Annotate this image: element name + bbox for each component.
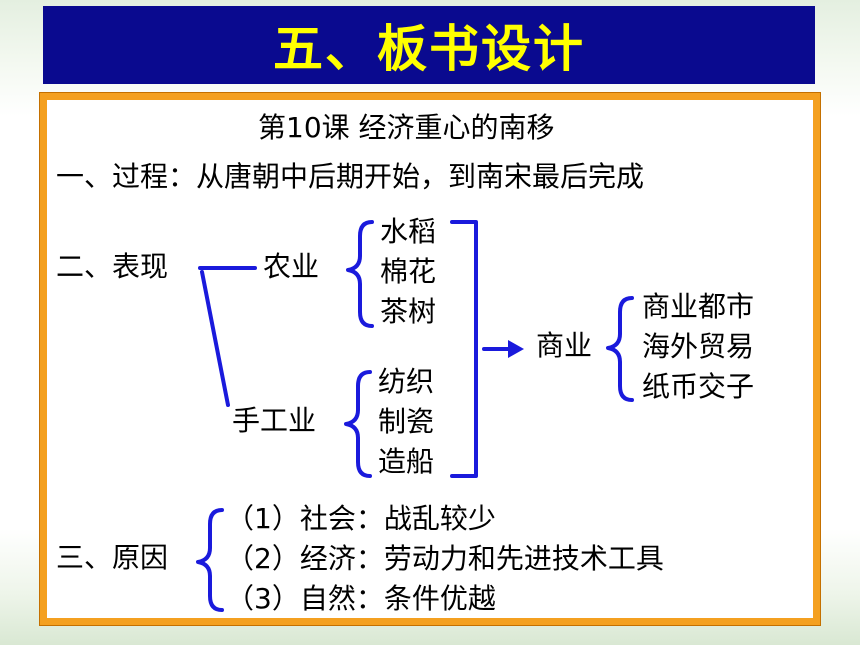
- left-brace: [196, 508, 224, 612]
- handicraft-item: 纺织: [378, 365, 435, 398]
- lesson-title: 第10课 经济重心的南移: [258, 111, 555, 144]
- agriculture-label: 农业: [263, 250, 320, 283]
- left-brace: [346, 220, 374, 328]
- agriculture-item: 水稻: [380, 215, 437, 248]
- section-manifestation-label: 二、表现: [56, 250, 169, 283]
- agriculture-item: 棉花: [380, 255, 437, 288]
- commerce-item: 纸币交子: [642, 370, 755, 403]
- reason-item: （2）经济：劳动力和先进技术工具: [226, 542, 664, 575]
- arrow-head: [508, 340, 524, 358]
- reason-item: （3）自然：条件优越: [226, 582, 496, 615]
- slide-title: 五、板书设计: [273, 20, 585, 78]
- right-bracket: [450, 220, 478, 478]
- left-brace: [344, 370, 372, 478]
- commerce-item: 商业都市: [642, 290, 755, 323]
- agriculture-item: 茶树: [380, 295, 437, 328]
- left-brace: [606, 296, 634, 402]
- section-reason-label: 三、原因: [56, 541, 169, 574]
- connector-line: [200, 270, 230, 407]
- commerce-item: 海外贸易: [642, 330, 755, 363]
- handicraft-item: 制瓷: [378, 405, 435, 438]
- section-process: 一、过程：从唐朝中后期开始，到南宋最后完成: [56, 160, 645, 193]
- handicraft-item: 造船: [378, 445, 435, 478]
- reason-item: （1）社会：战乱较少: [226, 502, 496, 535]
- handicraft-label: 手工业: [232, 404, 317, 437]
- content-panel: [47, 100, 813, 618]
- commerce-label: 商业: [536, 329, 593, 362]
- title-bar: 五、板书设计: [43, 6, 815, 84]
